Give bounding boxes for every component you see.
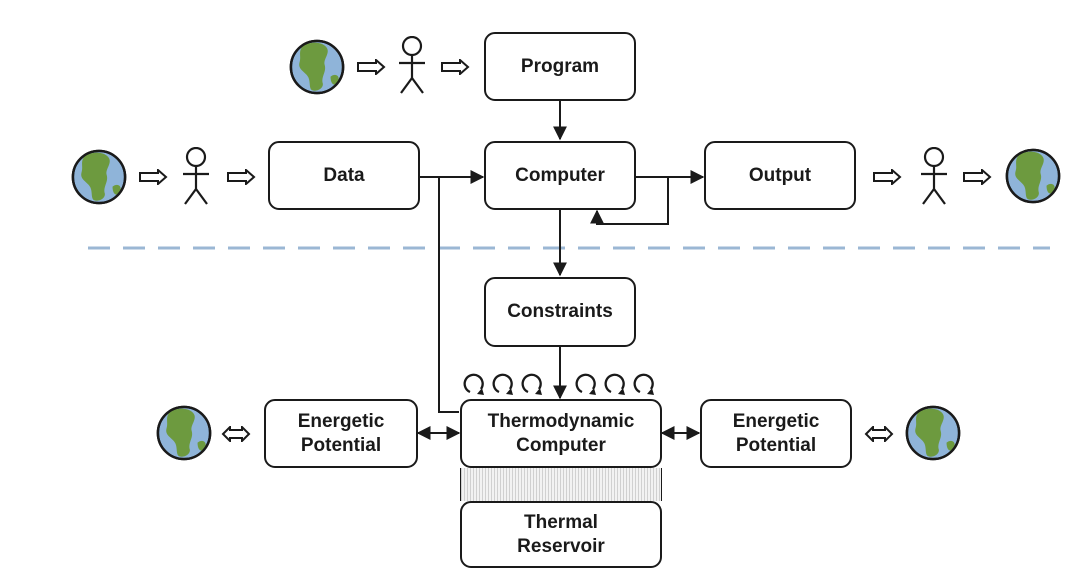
output-label: Output	[748, 164, 812, 186]
data-label: Data	[323, 164, 365, 186]
output-box: Output	[704, 141, 856, 210]
computer-label: Computer	[515, 164, 605, 186]
data-box: Data	[268, 141, 420, 210]
constraints-box: Constraints	[484, 277, 636, 347]
program-label: Program	[520, 55, 600, 77]
thermal-reservoir-box: Thermal Reservoir	[460, 501, 662, 568]
cycle-arrow-icon	[575, 373, 598, 396]
computer-box: Computer	[484, 141, 636, 210]
implies-arrow-icon	[139, 169, 167, 185]
bidirectional-arrow-icon	[865, 426, 893, 442]
thermodynamic-computer-label: Thermodynamic Computer	[487, 410, 635, 456]
earth-icon	[905, 405, 961, 461]
implies-arrow-icon	[873, 169, 901, 185]
implies-arrow-icon	[357, 59, 385, 75]
constraints-label: Constraints	[507, 301, 613, 323]
energetic-potential-left-box: Energetic Potential	[264, 399, 418, 468]
cycle-arrow-icon	[633, 373, 656, 396]
cycle-arrow-icon	[463, 373, 486, 396]
bidirectional-arrow-icon	[222, 426, 250, 442]
connector-output-feedback-loop	[590, 177, 669, 225]
cycle-arrow-icon	[604, 373, 627, 396]
earth-icon	[1005, 148, 1061, 204]
implies-arrow-icon	[227, 169, 255, 185]
heat-exchange-region	[460, 468, 662, 501]
person-icon	[181, 147, 211, 206]
cycle-arrow-icon	[492, 373, 515, 396]
connector-data-to-thermo	[438, 177, 459, 413]
implies-arrow-icon	[963, 169, 991, 185]
energetic-potential-right-label: Energetic Potential	[732, 410, 820, 456]
earth-icon	[71, 149, 127, 205]
program-box: Program	[484, 32, 636, 101]
energetic-potential-left-label: Energetic Potential	[297, 410, 385, 456]
earth-icon	[289, 39, 345, 95]
person-icon	[397, 36, 427, 95]
implies-arrow-icon	[441, 59, 469, 75]
person-icon	[919, 147, 949, 206]
thermodynamic-computer-box: Thermodynamic Computer	[460, 399, 662, 468]
energetic-potential-right-box: Energetic Potential	[700, 399, 852, 468]
earth-icon	[156, 405, 212, 461]
thermal-reservoir-label: Thermal Reservoir	[517, 511, 605, 557]
cycle-arrow-icon	[521, 373, 544, 396]
